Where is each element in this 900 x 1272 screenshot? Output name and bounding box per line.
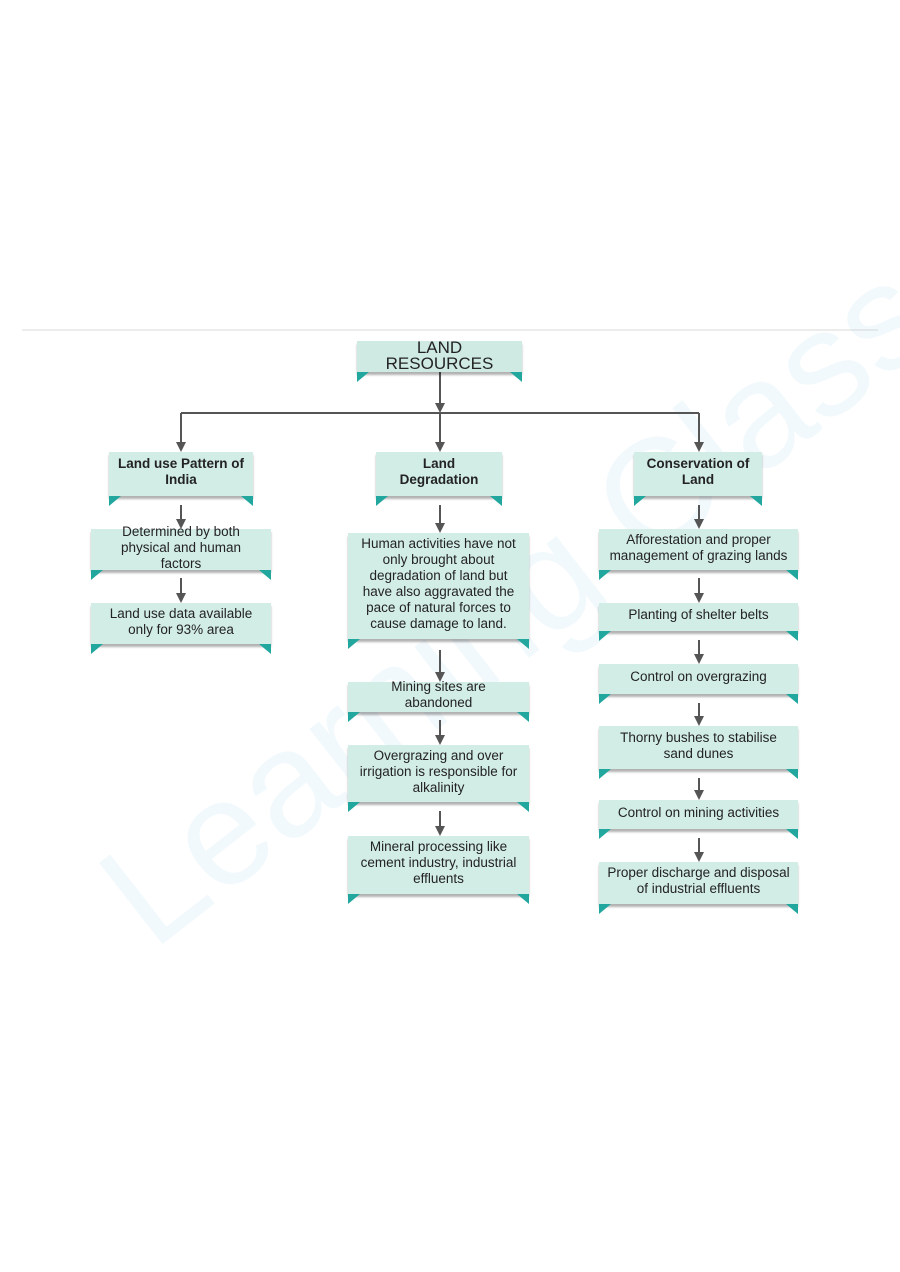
conservation-item: Thorny bushes to stabilise sand dunes [599, 726, 798, 779]
item-text: Control on overgrazing [630, 669, 767, 684]
conservation-item: Planting of shelter belts [599, 603, 798, 641]
item-text: Planting of shelter belts [628, 607, 769, 622]
conservation-item: Control on overgrazing [599, 664, 798, 704]
root-node-label: LAND RESOURCES [385, 337, 494, 373]
item-text: Overgrazing and over irrigation is respo… [359, 747, 518, 795]
degradation-item: Human activities have not only brought a… [348, 533, 529, 649]
conservation-item: Afforestation and proper management of g… [599, 529, 798, 580]
item-text: Afforestation and proper management of g… [609, 531, 788, 563]
heading-conservation-of-land: Conservation of Land [634, 452, 762, 506]
heading-label: Conservation of Land [646, 456, 750, 487]
land-use-item: Determined by both physical and human fa… [91, 524, 271, 580]
item-text: Mineral processing like cement industry,… [360, 839, 517, 886]
conservation-item: Control on mining activities [599, 800, 798, 839]
item-text: Thorny bushes to stabilise sand dunes [620, 729, 777, 761]
item-text: Land use data available only for 93% are… [109, 605, 253, 637]
heading-land-degradation: Land Degradation [376, 452, 502, 506]
heading-label: Land use Pattern of India [117, 456, 244, 487]
heading-label: Land Degradation [399, 456, 479, 487]
item-text: Determined by both physical and human fa… [120, 523, 242, 571]
item-text: Control on mining activities [617, 804, 780, 820]
degradation-item: Mineral processing like cement industry,… [348, 836, 529, 904]
land-use-item: Land use data available only for 93% are… [91, 603, 271, 654]
item-text: Human activities have not only brought a… [361, 536, 516, 631]
item-text: Proper discharge and disposal of industr… [607, 865, 790, 896]
item-text: Mining sites are abandoned [391, 679, 486, 710]
top-divider [22, 329, 878, 331]
degradation-item: Mining sites are abandoned [348, 679, 529, 722]
root-node: LAND RESOURCES [357, 337, 522, 382]
heading-land-use-pattern: Land use Pattern of India [109, 452, 253, 506]
conservation-item: Proper discharge and disposal of industr… [599, 862, 798, 914]
degradation-item: Overgrazing and over irrigation is respo… [348, 745, 529, 812]
